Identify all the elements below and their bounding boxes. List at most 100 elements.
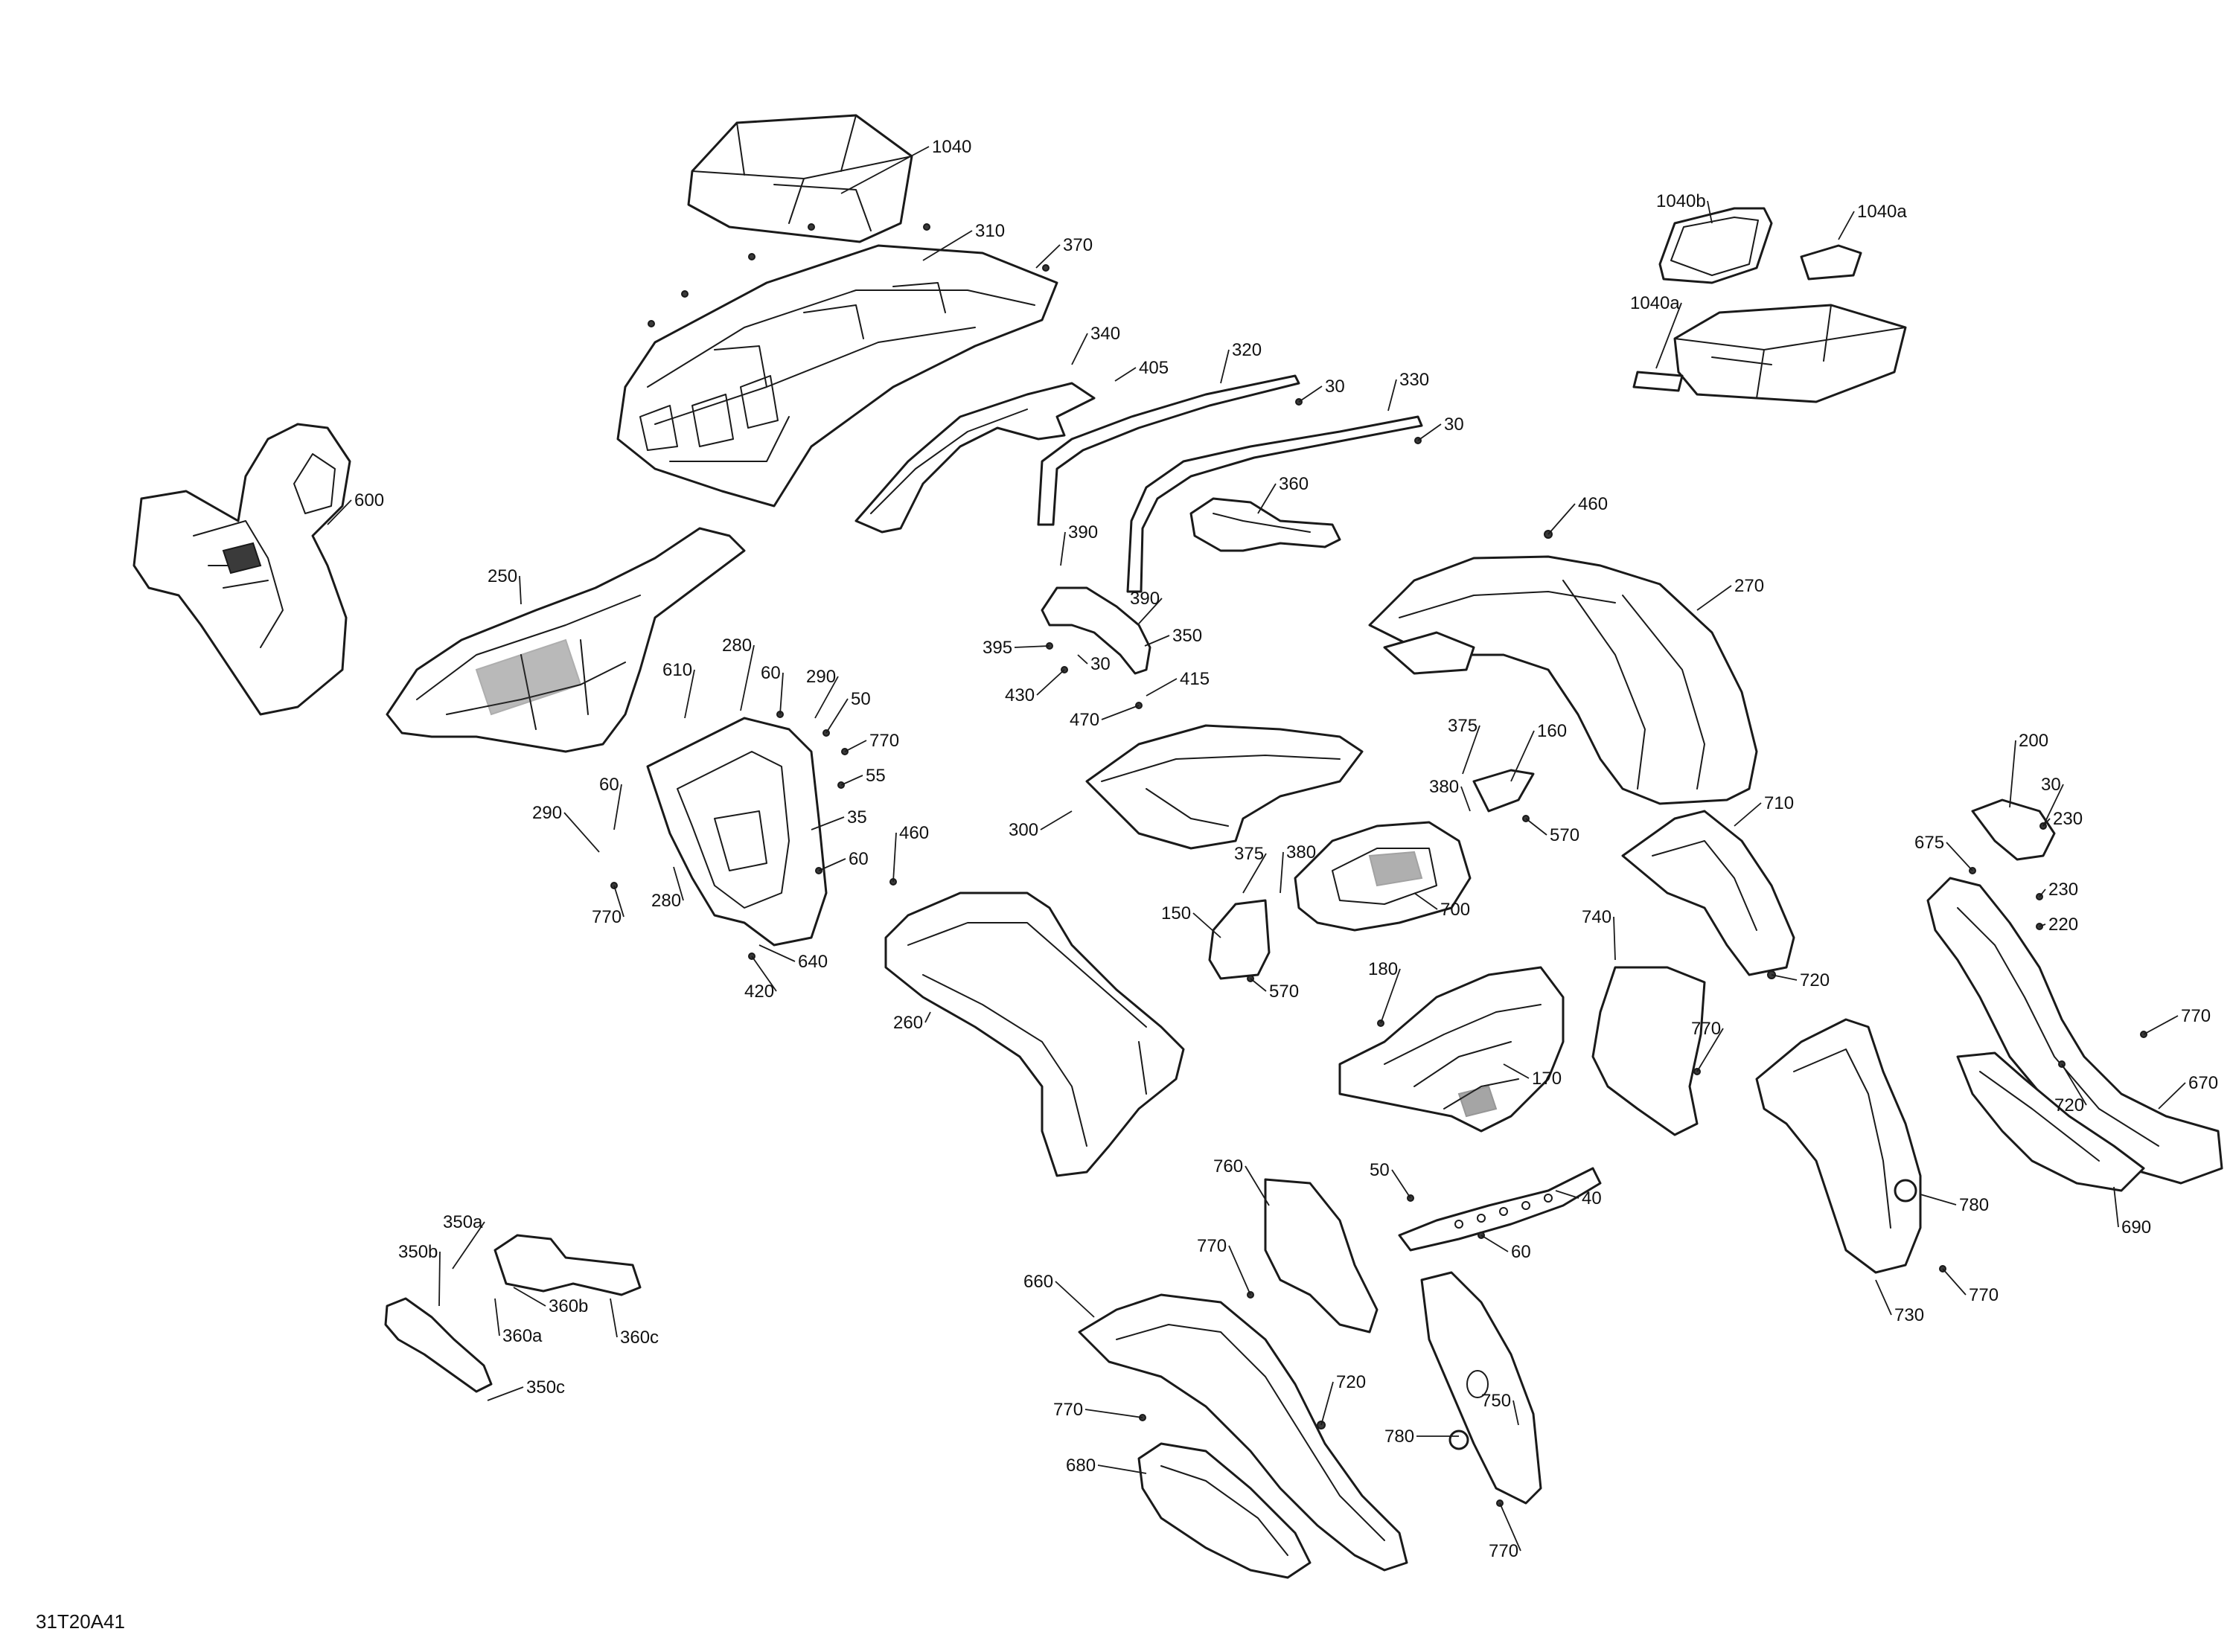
callout-30: 30 (1417, 414, 1464, 441)
callout-label: 740 (1582, 907, 1611, 927)
callout-320: 320 (1220, 340, 1262, 384)
callout-60: 60 (761, 663, 784, 715)
callout-label: 770 (1489, 1541, 1518, 1561)
callout-leader-line (2009, 740, 2016, 808)
callout-label: 730 (1894, 1305, 1924, 1325)
figure-id: 31T20A41 (36, 1610, 125, 1633)
callout-380: 380 (1280, 842, 1316, 894)
callout-label: 780 (1384, 1427, 1414, 1447)
callout-leader-line (613, 784, 622, 830)
callout-label: 670 (2188, 1073, 2218, 1093)
callout-leader-line (1192, 912, 1221, 938)
callout-leader-line (924, 1011, 931, 1023)
callout-label: 350b (398, 1242, 438, 1262)
callout-label: 300 (1009, 820, 1038, 840)
callout-leader-line (2042, 784, 2064, 827)
callout-570: 570 (1525, 818, 1579, 845)
callout-label: 360a (502, 1326, 543, 1346)
callout-label: 720 (1336, 1372, 1366, 1392)
callout-350a: 350a (443, 1212, 485, 1270)
callout-label: 600 (354, 490, 384, 510)
callout-leader-line (1460, 786, 1471, 812)
callout-label: 350a (443, 1212, 483, 1232)
callout-leader-line (1838, 211, 1855, 240)
callout-680: 680 (1066, 1456, 1147, 1476)
callout-leader-line (1391, 1169, 1411, 1199)
callout-760: 760 (1213, 1156, 1270, 1206)
callout-label: 420 (744, 982, 774, 1002)
part-crossbar-40 (1398, 1167, 1602, 1252)
callout-label: 290 (806, 667, 836, 687)
callout-leader-line (438, 1251, 441, 1307)
callout-160: 160 (1510, 721, 1567, 782)
callout-leader-line (1220, 349, 1230, 384)
callout-300: 300 (1009, 810, 1073, 840)
callout-label: 50 (851, 689, 871, 709)
callout-leader-line (1480, 1235, 1509, 1252)
callout-label: 220 (2048, 915, 2078, 935)
callout-label: 340 (1090, 324, 1120, 344)
callout-label: 30 (1090, 654, 1111, 674)
callout-600: 600 (327, 490, 384, 525)
part-rear-rack-310 (616, 244, 1058, 508)
callout-leader-line (2042, 818, 2051, 827)
callout-370: 370 (1035, 235, 1093, 269)
callout-leader-line (2061, 1063, 2087, 1106)
callout-770: 770 (1197, 1236, 1251, 1296)
callout-660: 660 (1023, 1272, 1095, 1318)
callout-700: 700 (1413, 892, 1470, 920)
callout-30: 30 (1077, 654, 1111, 674)
callout-label: 55 (866, 766, 886, 786)
callout-label: 320 (1232, 340, 1262, 360)
callout-leader-line (1036, 669, 1065, 696)
callout-350b: 350b (398, 1242, 441, 1307)
callout-label: 470 (1070, 710, 1099, 730)
callout-leader-line (2039, 923, 2046, 927)
callout-label: 375 (1234, 844, 1264, 864)
callout-leader-line (1555, 1190, 1579, 1199)
callout-230: 230 (2039, 880, 2078, 900)
callout-leader-line (613, 885, 624, 918)
callout-leader-line (1280, 851, 1284, 894)
part-lower-panel-690 (1956, 1051, 2145, 1192)
callout-label: 415 (1180, 669, 1210, 689)
callout-280: 280 (722, 635, 755, 711)
callout-label: 330 (1399, 370, 1429, 390)
part-console-700 (1294, 821, 1472, 932)
callout-430: 430 (1005, 669, 1065, 705)
callout-leader-line (494, 1298, 500, 1336)
callout-label: 60 (849, 849, 869, 869)
callout-290: 290 (532, 803, 600, 853)
callout-label: 380 (1286, 842, 1316, 862)
callout-leader-line (1245, 1165, 1270, 1206)
callout-label: 180 (1368, 959, 1398, 979)
callout-leader-line (1097, 1464, 1147, 1474)
callout-leader-line (1084, 1409, 1143, 1418)
callout-label: 60 (761, 663, 781, 683)
callout-30: 30 (2041, 775, 2064, 827)
callout-leader-line (814, 676, 839, 719)
callout-60: 60 (818, 849, 869, 871)
callout-150: 150 (1161, 903, 1221, 938)
callout-770: 770 (1489, 1502, 1521, 1561)
callout-250: 250 (488, 566, 522, 605)
callout-leader-line (1525, 818, 1547, 836)
part-side-panel-730 (1755, 1018, 1922, 1274)
callout-label: 230 (2053, 809, 2083, 829)
callout-260: 260 (893, 1011, 931, 1033)
callout-label: 60 (1511, 1242, 1531, 1262)
callout-leader-line (922, 230, 973, 261)
callout-label: 30 (1325, 377, 1345, 397)
callout-270: 270 (1696, 576, 1764, 611)
callout-label: 150 (1161, 903, 1191, 923)
callout-label: 360b (549, 1296, 588, 1316)
callout-label: 570 (1269, 982, 1299, 1002)
callout-690: 690 (2113, 1186, 2151, 1238)
part-inner-frame-250 (386, 527, 746, 753)
callout-label: 250 (488, 566, 517, 586)
part-panel-670 (1926, 877, 2223, 1185)
callout-360a: 360a (494, 1298, 543, 1346)
callout-280: 280 (651, 866, 684, 911)
callout-leader-line (2113, 1186, 2119, 1228)
